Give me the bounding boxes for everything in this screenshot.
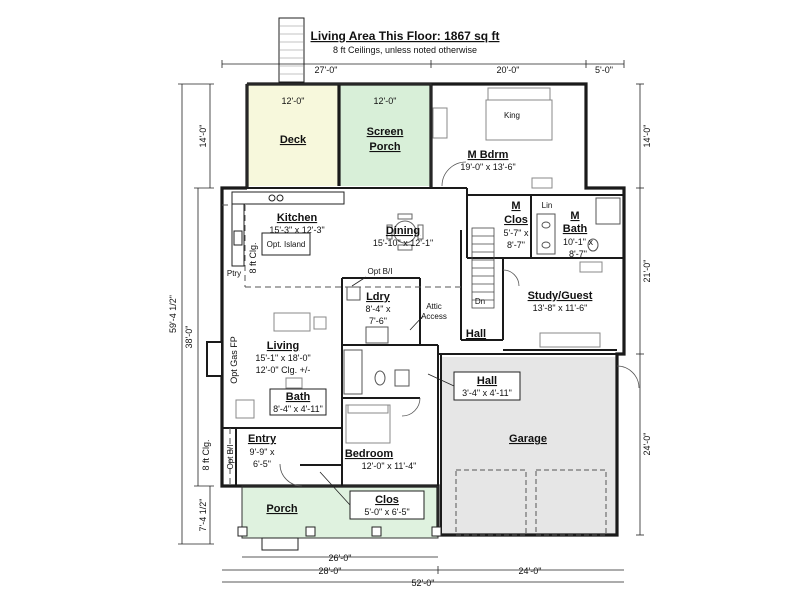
- room-master-bath-2: Bath: [563, 223, 588, 235]
- dim-left-total: 59'-4 1/2": [168, 295, 178, 333]
- pantry-label: Ptry: [227, 269, 241, 278]
- room-living-ceiling: 12'-0" Clg. +/-: [256, 365, 311, 375]
- attic-access-label-2: Access: [421, 312, 447, 321]
- room-entry-size: 9'-9" x: [250, 447, 275, 457]
- leader-lines: [319, 276, 455, 506]
- room-dining-size: 15'-10" x 12'-1": [373, 238, 433, 248]
- attic-access-label: Attic: [426, 302, 442, 311]
- dim-right-bottom: 24'-0": [642, 433, 652, 456]
- dim-bottom-porch: 26'-0": [329, 553, 352, 563]
- room-master-closet-size: 5'-7" x: [504, 228, 529, 238]
- dim-porch-width: 12'-0": [374, 96, 397, 106]
- dimension-lines: [178, 60, 644, 583]
- chimney-brick-pattern: [279, 25, 304, 75]
- opt-gas-fp-label: Opt Gas FP: [229, 336, 239, 384]
- room-living: Living: [267, 340, 299, 352]
- room-master-bath-size-2: 8'-7": [569, 249, 587, 259]
- dining-table: [386, 213, 424, 251]
- study-desk: [539, 332, 601, 348]
- room-bath-size: 8'-4" x 4'-11": [273, 404, 323, 414]
- bath-label-box: [269, 388, 327, 416]
- room-study-size: 13'-8" x 11'-6": [533, 303, 588, 313]
- room-laundry: Ldry: [366, 291, 391, 303]
- room-master-bedroom-size: 19'-0" x 13'-6": [460, 162, 515, 172]
- dim-top-right: 5'-0": [595, 65, 613, 75]
- kitchen-counters: [231, 191, 345, 267]
- room-laundry-size-2: 7'-6": [369, 316, 387, 326]
- door-swings: [279, 161, 640, 487]
- dim-deck-width: 12'-0": [282, 96, 305, 106]
- room-master-closet-2: Clos: [504, 214, 528, 226]
- room-master-closet-size-2: 8'-7": [507, 240, 525, 250]
- room-master-bedroom: M Bdrm: [468, 149, 509, 161]
- room-hall-lower: Hall: [477, 375, 497, 387]
- room-screen-porch-2: Porch: [369, 141, 400, 153]
- room-bath: Bath: [286, 391, 311, 403]
- deck-area: [247, 84, 339, 186]
- room-garage: Garage: [509, 433, 547, 445]
- living-area-title: Living Area This Floor: 1867 sq ft: [311, 29, 500, 43]
- ceiling-note: 8 ft Ceilings, unless noted otherwise: [333, 45, 477, 55]
- opt-bi-laundry-label: Opt B/I: [368, 267, 393, 276]
- room-deck: Deck: [280, 134, 307, 146]
- entry-ceiling-label: 8 ft Clg.: [201, 439, 211, 470]
- room-master-bath-size: 10'-1" x: [563, 237, 593, 247]
- living-furniture: [235, 312, 327, 419]
- dim-right-top: 14'-0": [642, 125, 652, 148]
- stairs-down-label: Dn: [475, 297, 485, 306]
- garage-doors: [455, 469, 607, 536]
- room-hall-upper: Hall: [466, 328, 486, 340]
- dim-left-house: 38'-0": [184, 326, 194, 349]
- room-master-closet: M: [511, 200, 520, 212]
- room-living-size: 15'-1" x 18'-0": [255, 353, 310, 363]
- screen-porch-area: [339, 84, 431, 186]
- bedroom-bed: [345, 404, 391, 444]
- interior-walls: [222, 187, 624, 535]
- kitchen-ceiling-label: 8 ft Clg.: [248, 242, 258, 273]
- room-master-bath: M: [570, 210, 579, 222]
- king-bed-label: King: [504, 111, 520, 120]
- room-porch: Porch: [266, 503, 297, 515]
- room-entry-size-2: 6'-5": [253, 459, 271, 469]
- room-bedroom: Bedroom: [345, 448, 394, 460]
- closet-label-box: [349, 490, 425, 520]
- porch-posts: [237, 526, 442, 551]
- opt-bi-entry-label: Opt B/I: [226, 445, 235, 470]
- study-bed-pillow: [579, 261, 603, 273]
- dim-top-left: 27'-0": [315, 65, 338, 75]
- room-entry: Entry: [248, 433, 277, 445]
- hall-label-box: [453, 371, 521, 401]
- room-closet: Clos: [375, 494, 399, 506]
- fireplace: [206, 341, 223, 377]
- bath-fixtures: [343, 197, 621, 395]
- room-dining: Dining: [386, 225, 420, 237]
- room-kitchen-size: 15'-3" x 12'-3": [269, 225, 324, 235]
- dim-bottom-right: 24'-0": [519, 566, 542, 576]
- dim-left-bottom: 7'-4 1/2": [198, 499, 208, 532]
- room-hall-lower-size: 3'-4" x 4'-11": [462, 388, 512, 398]
- dim-left-top: 14'-0": [198, 125, 208, 148]
- room-kitchen: Kitchen: [277, 212, 318, 224]
- dim-bottom-left: 28'-0": [319, 566, 342, 576]
- stairs: [471, 227, 495, 309]
- room-study: Study/Guest: [528, 290, 593, 302]
- dim-bottom-total: 52'-0": [412, 578, 435, 588]
- king-bed: [432, 87, 553, 189]
- room-laundry-size: 8'-4" x: [366, 304, 391, 314]
- dim-top-mid: 20'-0": [497, 65, 520, 75]
- dim-right-mid: 21'-0": [642, 260, 652, 283]
- room-closet-size: 5'-0" x 6'-5": [364, 507, 409, 517]
- room-screen-porch: Screen: [367, 126, 404, 138]
- opt-island-label: Opt. Island: [267, 240, 306, 249]
- linen-label: Lin: [542, 201, 553, 210]
- room-bedroom-size: 12'-0" x 11'-4": [362, 461, 417, 471]
